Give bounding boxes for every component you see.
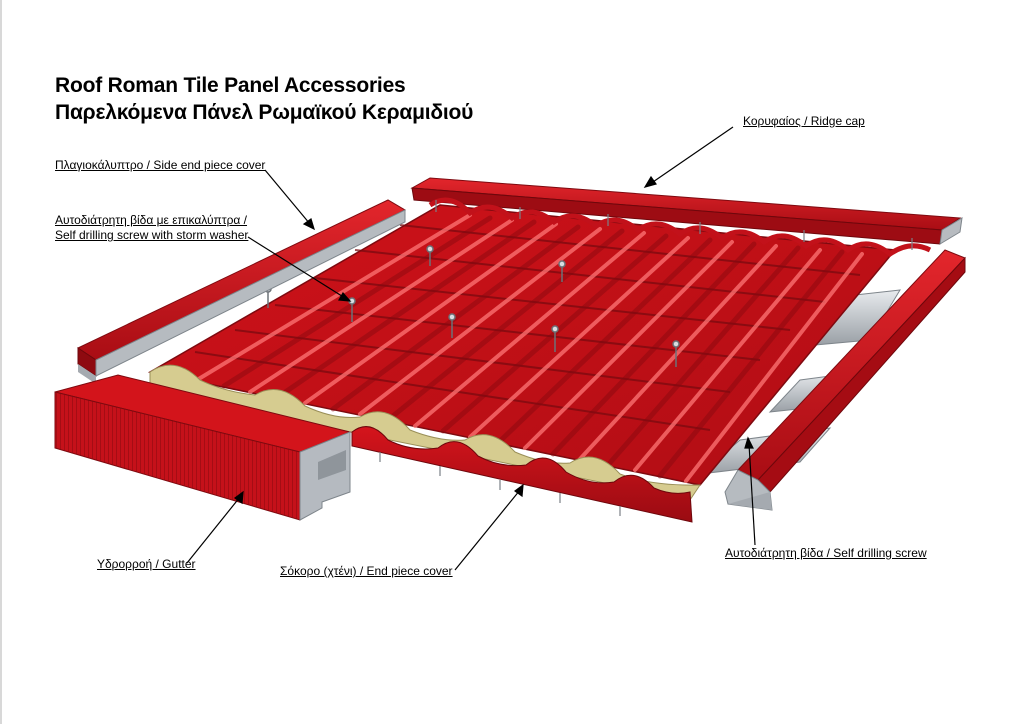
label-storm-washer-screw-line1: Αυτοδιάτρητη βίδα με επικαλύπτρα / [55,213,248,227]
label-self-drilling-screw: Αυτοδιάτρητη βίδα / Self drilling screw [725,546,927,560]
label-side-end-piece-cover: Πλαγιοκάλυπτρο / Side end piece cover [55,158,266,172]
page-edge [0,0,2,724]
leader-arrows [186,126,756,571]
label-storm-washer-screw-line2: Self drilling screw with storm washer [55,228,249,242]
title-greek: Παρελκόμενα Πάνελ Ρωμαϊκού Κεραμιδιού [55,101,474,124]
label-gutter: Υδρορροή / Gutter [97,557,196,571]
side-end-piece-cover-right [724,249,966,511]
arrow-storm-washer-screw [247,236,352,302]
arrow-self-drilling-screw [744,436,756,546]
roof-tile-panel [147,204,897,501]
end-piece-cover [351,426,693,523]
label-end-piece-cover: Σόκορο (χτένι) / End piece cover [280,564,453,578]
title-english: Roof Roman Tile Panel Accessories [55,74,406,97]
ridge-cap [410,177,963,258]
arrow-ridge-cap [643,126,734,188]
label-ridge-cap: Κορυφαίος / Ridge cap [743,114,865,128]
arrow-end-piece-cover [454,483,524,571]
arrow-gutter [186,490,244,564]
side-end-piece-cover-left [76,199,407,384]
gutter [54,374,352,521]
arrow-side-end-cover [264,169,315,231]
